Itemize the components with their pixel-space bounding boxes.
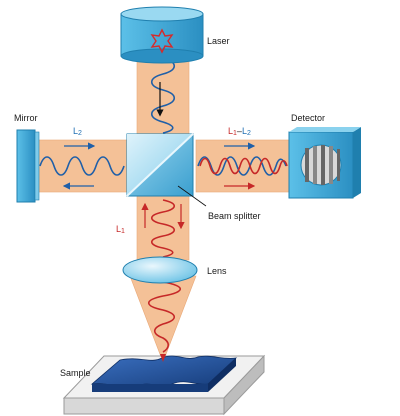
label-beam-splitter: Beam splitter (208, 211, 261, 221)
label-mirror: Mirror (14, 113, 38, 123)
wave-left-blue (39, 156, 125, 176)
detector-fringes (305, 145, 340, 185)
focus-point (160, 354, 166, 362)
stage-side (223, 354, 265, 416)
beam-splitter (126, 133, 194, 197)
wave-cone-red (147, 281, 182, 353)
laser-star-icon (150, 28, 174, 54)
beam-splitter-leader (177, 185, 207, 207)
mirror (16, 129, 40, 203)
beam-splitter-diagonal (126, 133, 194, 197)
laser-bottom (120, 48, 204, 64)
laser (120, 6, 204, 64)
label-laser: Laser (207, 36, 230, 46)
detector-side (353, 127, 361, 198)
sample-side (208, 358, 236, 392)
label-lens: Lens (207, 266, 227, 276)
label-l1-minus-l2: L1–L2 (228, 126, 251, 137)
beam-horizontal-left (31, 139, 129, 193)
mirror-edge (34, 131, 40, 201)
label-sample: Sample (60, 368, 91, 378)
label-detector: Detector (291, 113, 325, 123)
laser-top (120, 6, 204, 22)
stage-front (63, 397, 225, 415)
label-l2: L2 (73, 126, 82, 137)
label-l1: L1 (116, 224, 125, 235)
beam-vertical-upper (136, 51, 190, 137)
wave-lower-red (150, 199, 176, 258)
beam-paths (31, 51, 291, 363)
wave-right-red (199, 157, 288, 175)
labels: Laser Mirror Detector Beam splitter Lens… (14, 36, 325, 378)
mirror-face (16, 129, 36, 203)
detector (288, 127, 361, 199)
direction-arrows (62, 82, 256, 230)
lens (122, 256, 198, 284)
detector-top (289, 127, 361, 132)
wave-right-blue (197, 156, 287, 176)
beam-focus-cone (129, 275, 197, 363)
sample (90, 355, 238, 392)
wave-upper-blue (150, 57, 176, 134)
sample-front (92, 384, 208, 392)
wave-group (39, 57, 288, 353)
